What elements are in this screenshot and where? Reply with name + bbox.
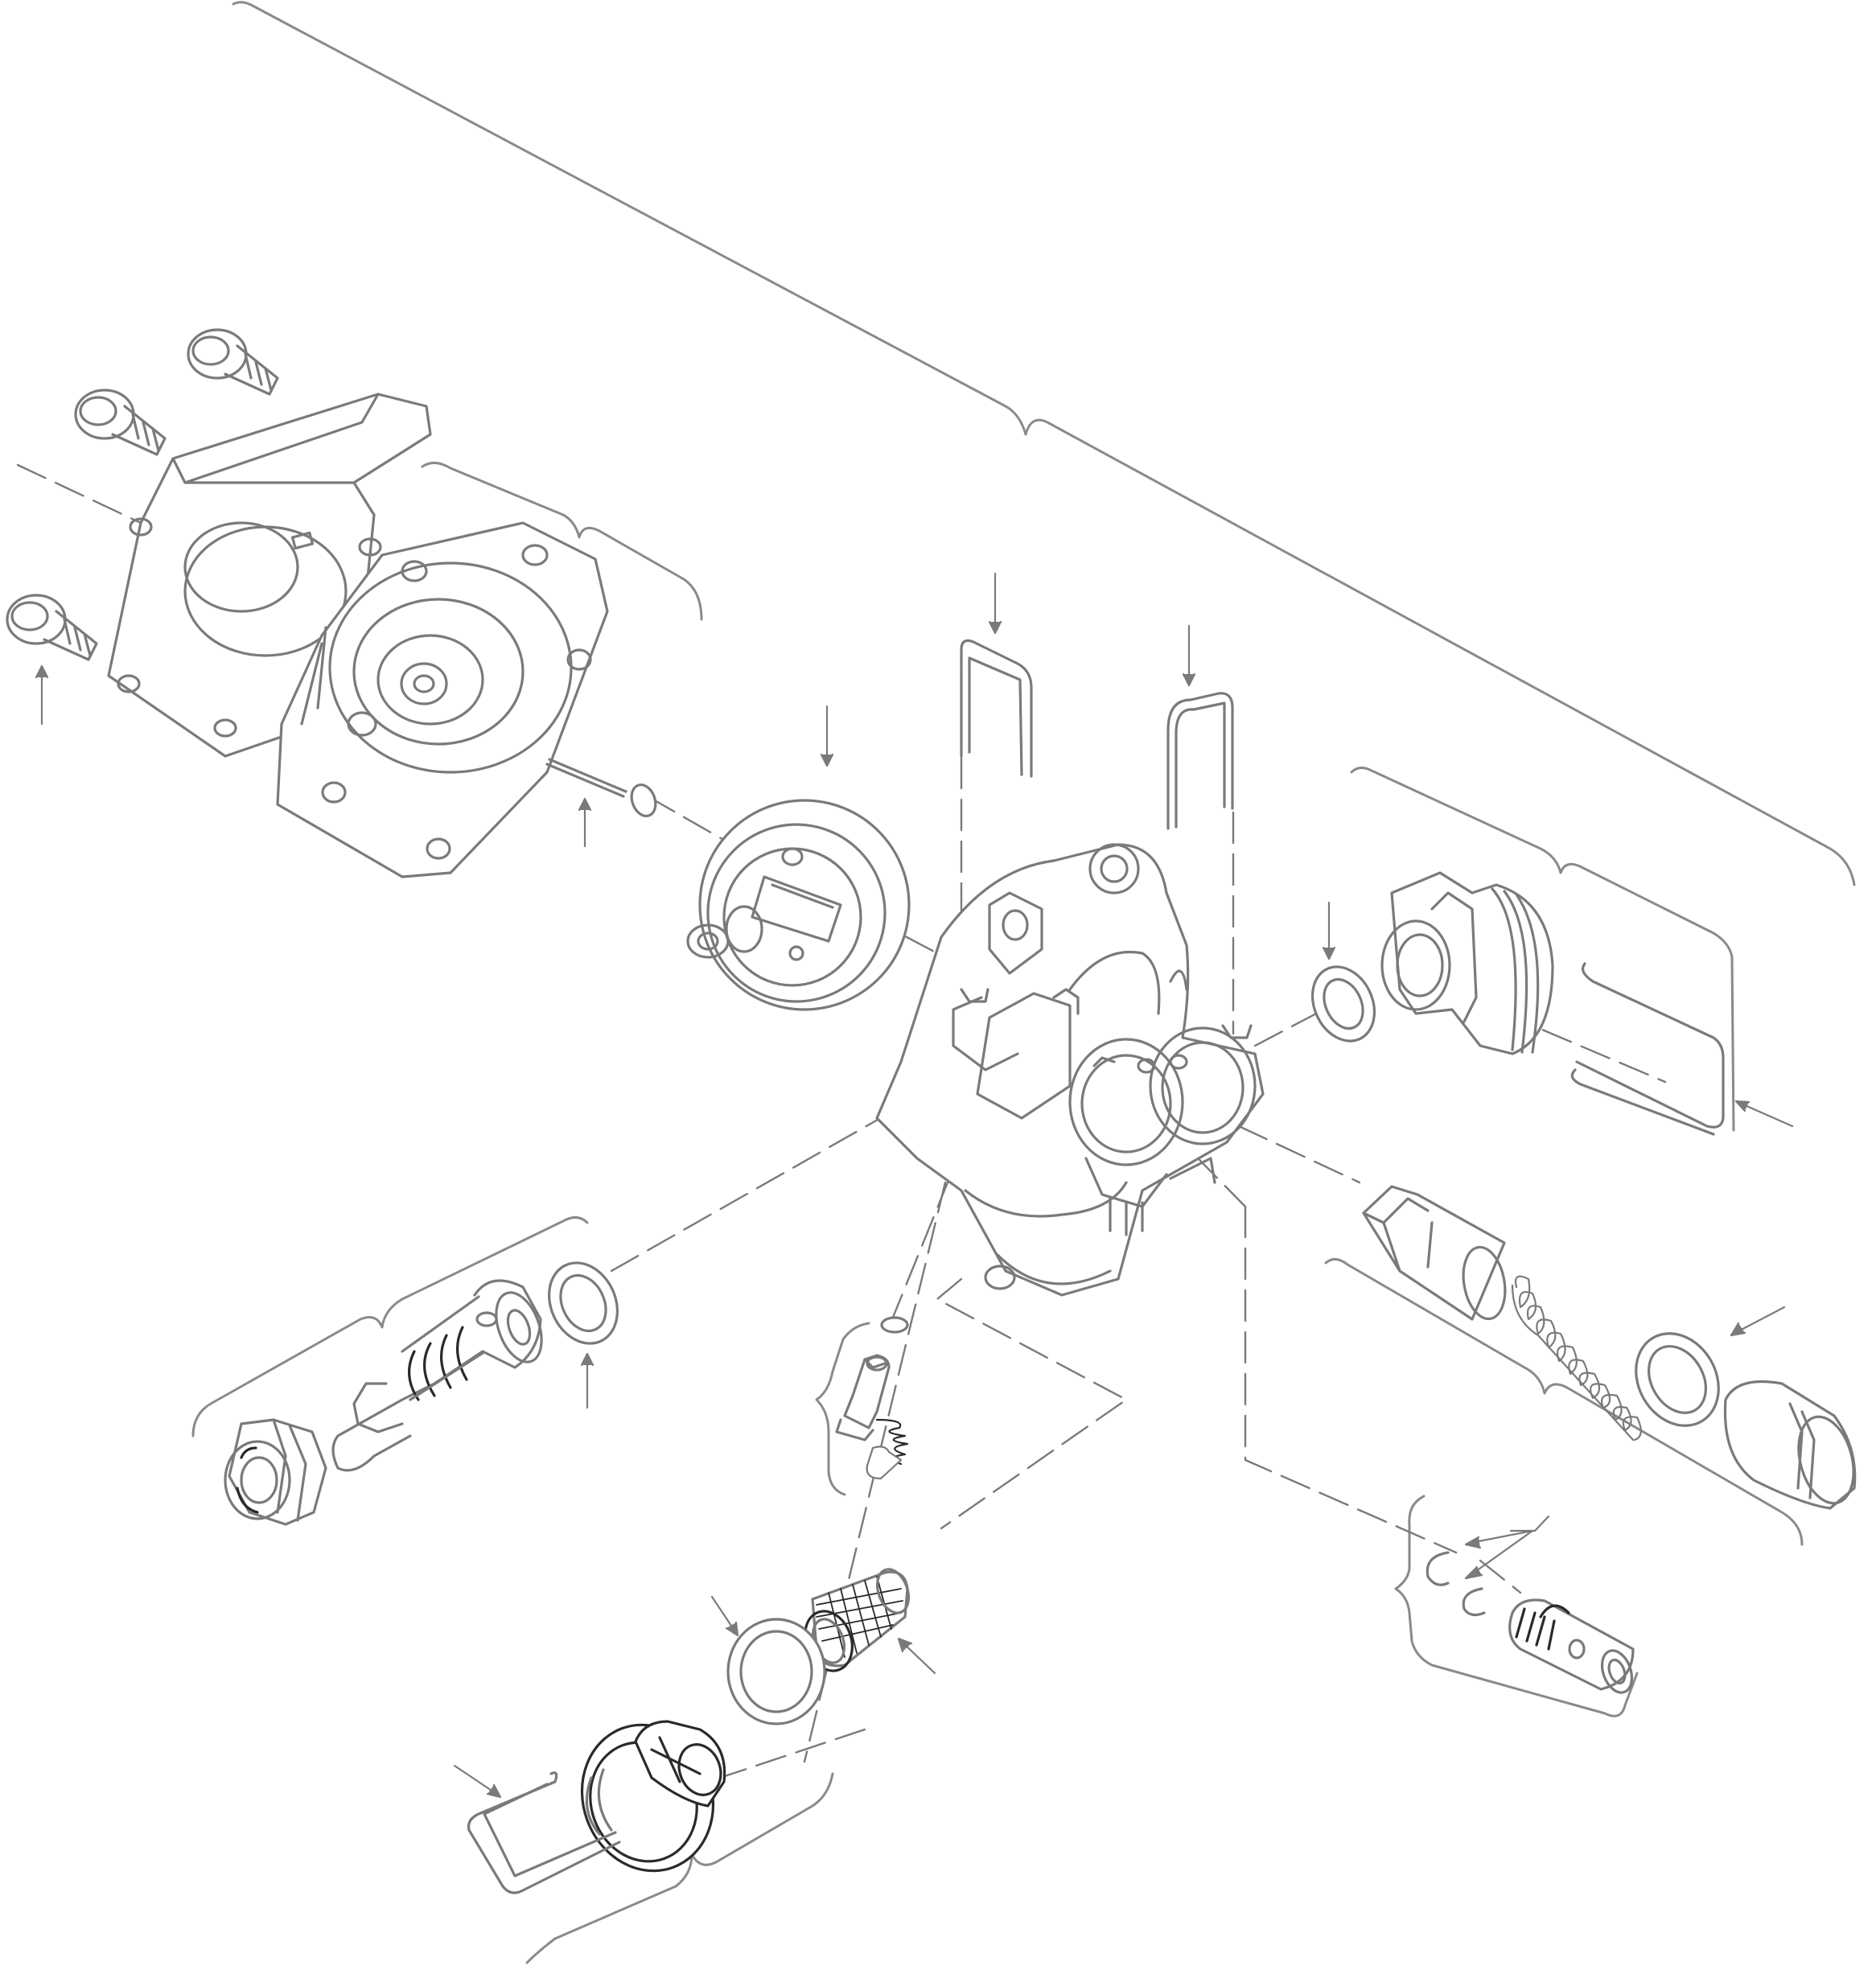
- small-valve-brace: [815, 1322, 870, 1496]
- screw-bottom: [6, 594, 98, 661]
- seal-ring-right: [1635, 1332, 1720, 1427]
- arrow-screen: [897, 1637, 936, 1675]
- end-cover-brace: [421, 462, 703, 621]
- arrow-seal-right: [1730, 1306, 1786, 1337]
- small-oring: [880, 1316, 909, 1334]
- small-spring: [866, 1418, 909, 1480]
- end-cap-right: [1723, 1380, 1857, 1510]
- outlet-fitting: [1380, 871, 1554, 1055]
- valve-stem-left: [331, 1279, 543, 1472]
- check-fitting: [580, 1720, 726, 1873]
- end-plate: [686, 799, 911, 1011]
- arrow-injector-pair: [1464, 1515, 1550, 1580]
- arrow-screw-left: [35, 664, 49, 726]
- screw-middle: [74, 389, 167, 456]
- parts: [6, 328, 1857, 1894]
- valve-body: [875, 843, 1265, 1297]
- injector: [1508, 1598, 1635, 1694]
- clip-bottom: [467, 1771, 621, 1894]
- arrow-clip-bottom: [453, 1764, 502, 1799]
- oring-left: [548, 1261, 619, 1345]
- arrow-end-plate: [820, 705, 834, 767]
- check-valve-brace: [1324, 1258, 1804, 1546]
- arrow-oring-left: [580, 1352, 594, 1409]
- clip-right: [1166, 692, 1234, 830]
- arrow-clip-2: [1182, 624, 1196, 687]
- arrow-oring-right: [1322, 901, 1336, 960]
- small-valve: [835, 1354, 891, 1442]
- hex-nut-left: [224, 1418, 327, 1526]
- injector-brace: [1394, 1495, 1639, 1717]
- clip-left: [960, 639, 1033, 778]
- grouping-brackets: [191, 1, 1856, 1964]
- clip-far-right: [1570, 962, 1725, 1136]
- injector-orings: [1426, 1551, 1486, 1617]
- inlet-assembly-brace: [191, 1216, 589, 1437]
- leader-arrows: [35, 572, 1794, 1799]
- arrow-seal-bottom: [710, 1595, 739, 1637]
- arrow-clip-1: [988, 572, 1002, 635]
- top-assembly-brace: [232, 1, 1856, 886]
- oring-right: [1310, 965, 1376, 1043]
- screw-top: [187, 328, 279, 396]
- arrow-pin: [578, 797, 592, 848]
- end-cover: [276, 521, 609, 878]
- piston-pin: [545, 758, 657, 817]
- arrow-clip-right: [1734, 1100, 1794, 1128]
- seal-ring-bottom: [726, 1618, 826, 1725]
- spring-right: [1511, 1275, 1642, 1442]
- bypass-assembly-brace: [1350, 767, 1735, 1132]
- piston-right: [1362, 1185, 1507, 1321]
